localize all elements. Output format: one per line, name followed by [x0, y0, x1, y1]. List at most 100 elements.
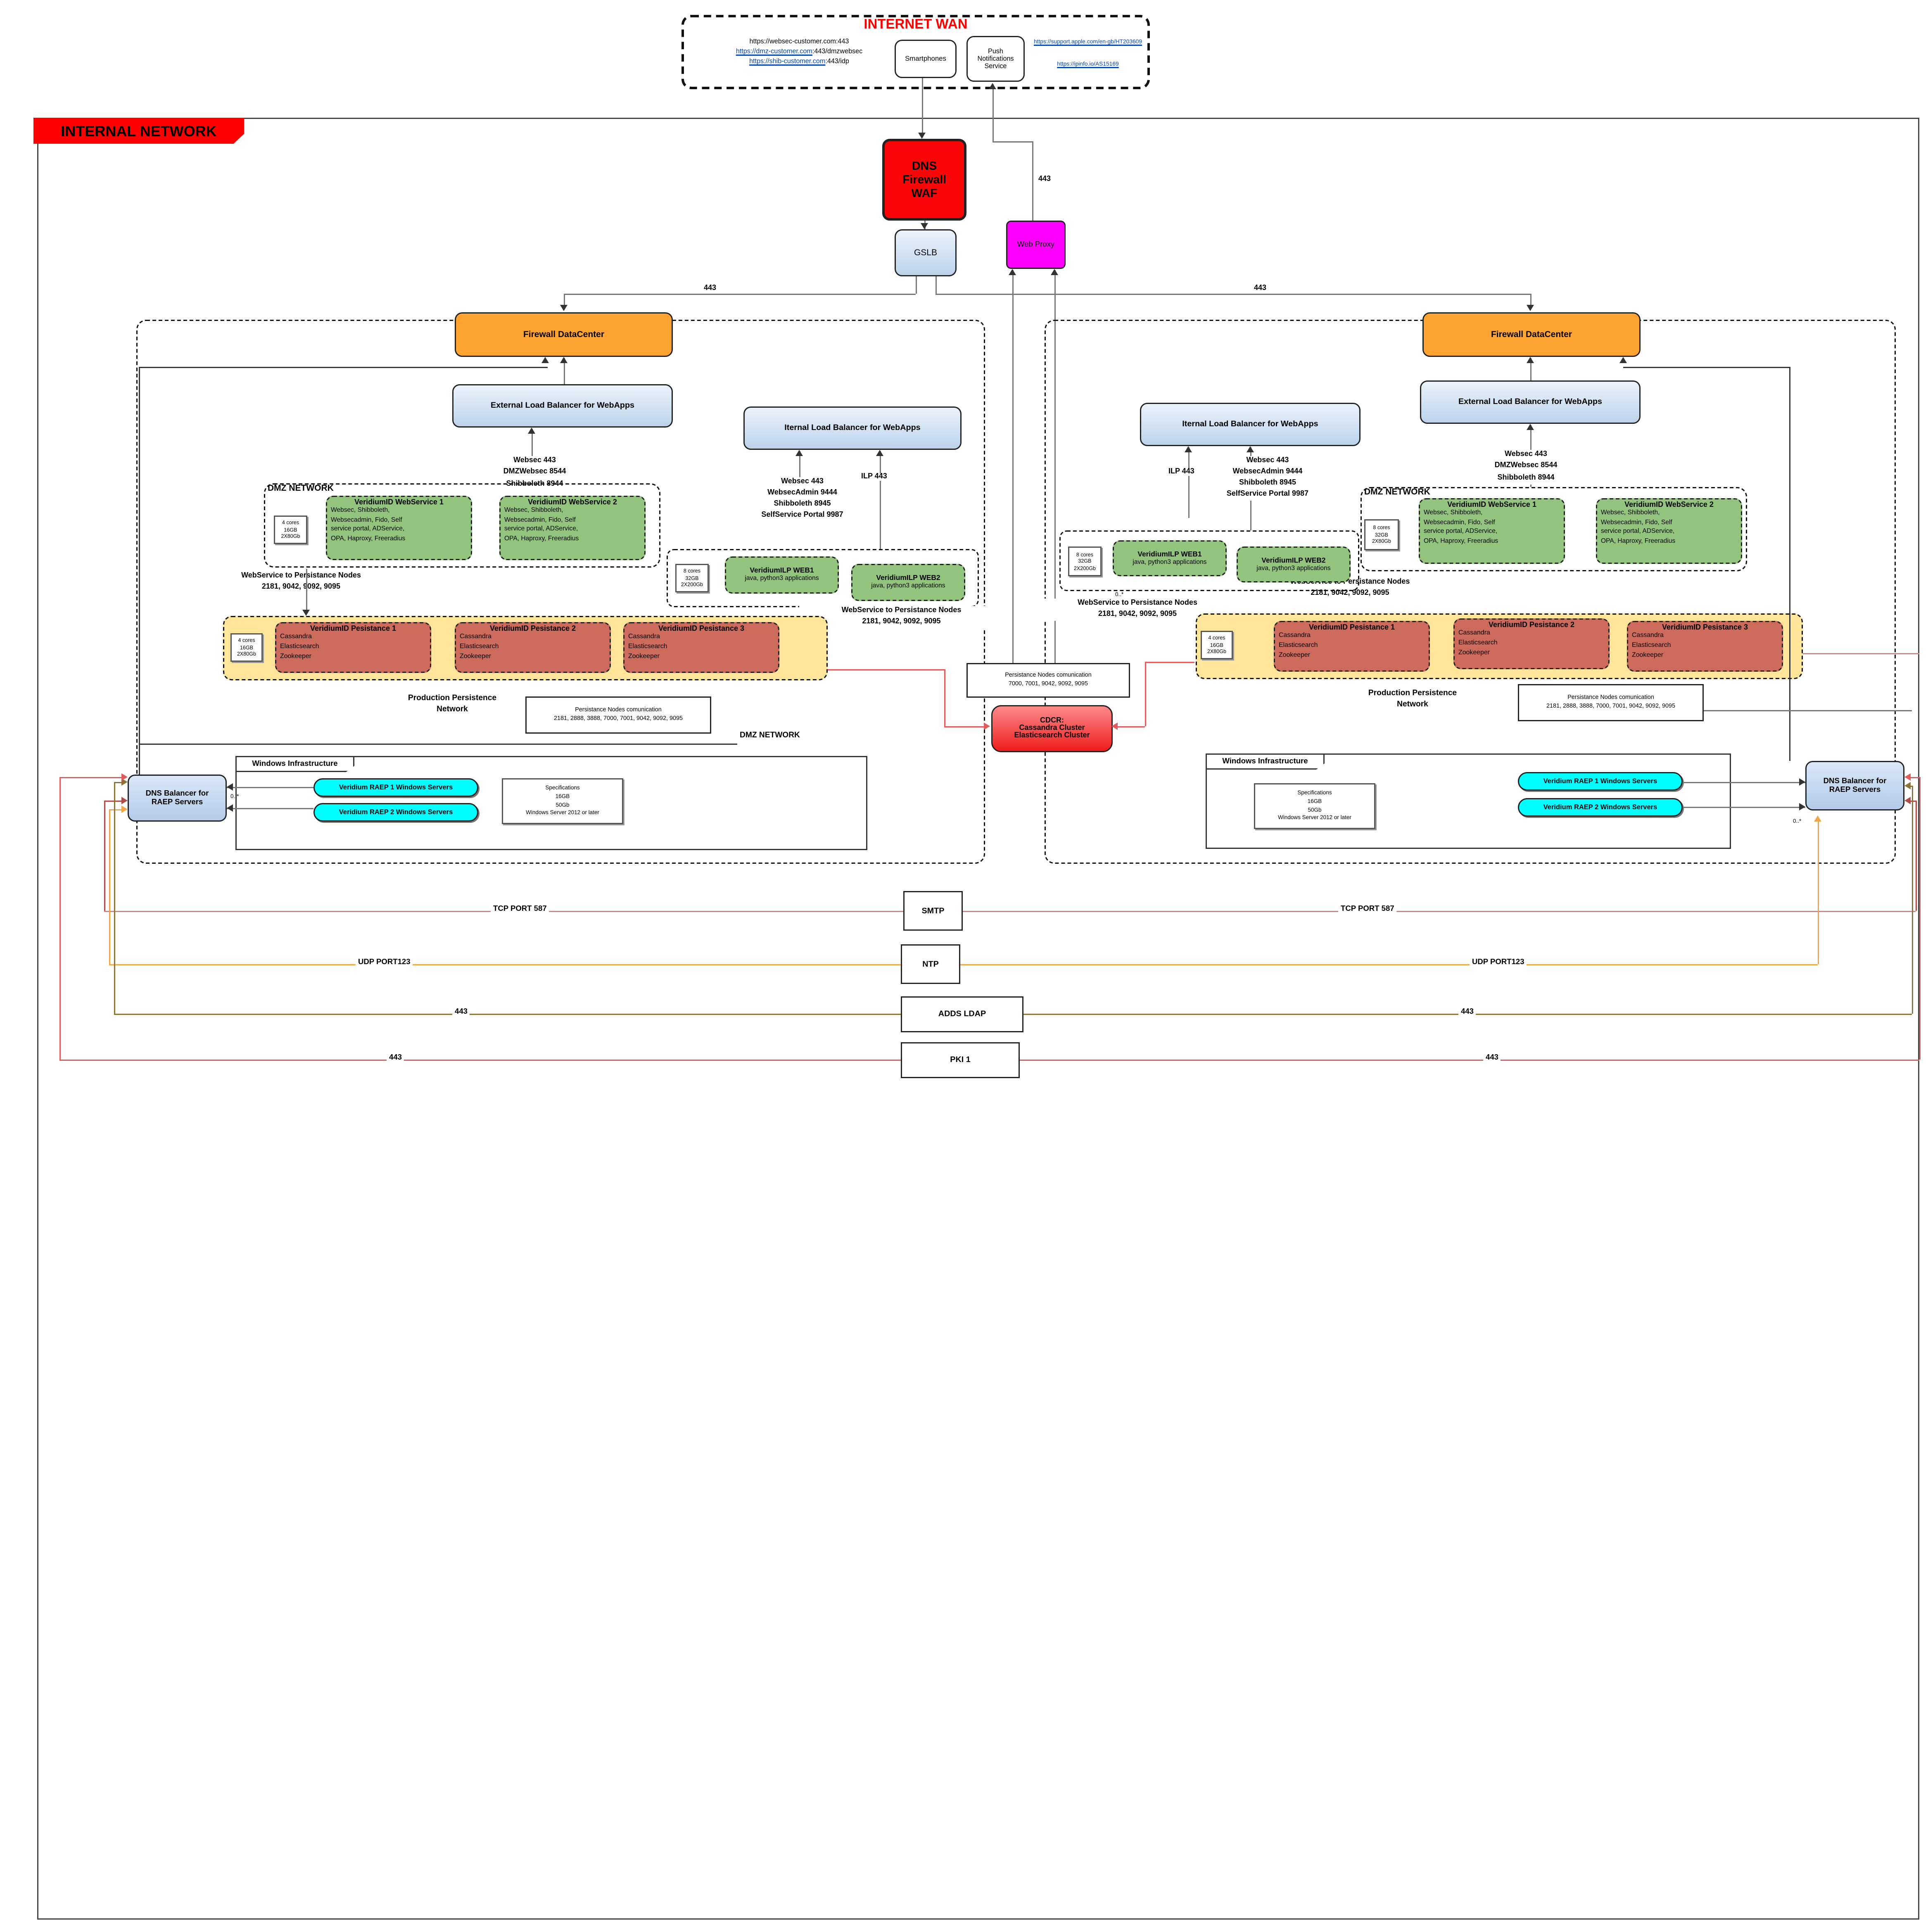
red-right-cdcr-2	[1145, 662, 1147, 726]
ilp-web1-left-body: java, python3 applications	[745, 575, 819, 582]
prod-net-right: Production Persistence Network	[1368, 689, 1457, 709]
pers-comm-right-text: Persistance Nodes comunication 2181, 288…	[1546, 695, 1676, 710]
smartphones-node: Smartphones	[895, 40, 957, 78]
line-gslb-to-left-fw	[564, 294, 916, 296]
external-lb-right: External Load Balancer for WebApps	[1420, 380, 1641, 424]
webservice2-right-title: VeridiumID WebService 2	[1624, 502, 1714, 509]
line-raep2-dns-right	[1683, 807, 1805, 809]
internal-network-border	[37, 118, 1919, 1920]
url-shib-rest: :443/idp	[825, 57, 849, 65]
apple-support-link[interactable]: https://support.apple.com/en-gb/HT203609	[1033, 38, 1142, 45]
external-lb-left: External Load Balancer for WebApps	[452, 384, 673, 428]
pers-comm-center: Persistance Nodes comunication 7000, 700…	[966, 663, 1130, 698]
adds-ldap-label: ADDS LDAP	[938, 1010, 986, 1019]
webservice1-left-title: VeridiumID WebService 1	[354, 499, 444, 507]
line-raep1-dns-left	[227, 787, 313, 789]
arrow-webproxy-left	[1009, 269, 1016, 275]
ilp-web1-left-title: VeridiumILP WEB1	[750, 568, 814, 575]
ntp-in-left	[109, 809, 124, 811]
smtp-arrow-left	[121, 797, 128, 804]
persistence1-left-title: VeridiumID Pesistance 1	[310, 626, 397, 633]
url-websec: https://websec-customer.com:443	[749, 38, 849, 46]
url-dmz-link[interactable]: https://dmz-customer.com	[736, 48, 812, 56]
smtp-vert-right	[1916, 801, 1918, 911]
ipinfo-link[interactable]: https://ipinfo.io/AS15169	[1057, 61, 1119, 67]
arrow-ilb2-right	[1247, 446, 1254, 452]
arrow-ilb1-right	[1185, 446, 1192, 452]
elb-ports-right: Websec 443 DMZWebsec 8544 Shibboleth 894…	[1452, 450, 1600, 485]
arrow-webproxy-right	[1051, 269, 1058, 275]
line-dmz-row-left	[139, 744, 737, 746]
persistence3-right: VeridiumID Pesistance 3 Cassandra Elasti…	[1627, 621, 1783, 672]
firewall-datacenter-right-label: Firewall DataCenter	[1491, 330, 1572, 339]
cdcr-label: CDCR: Cassandra Cluster Elasticsearch Cl…	[1014, 718, 1090, 740]
windows-infra-right-label: Windows Infrastructure	[1222, 757, 1308, 766]
dns-balancer-left-label: DNS Balancer for RAEP Servers	[145, 789, 209, 807]
url-dmz-rest: :443/dmzwebsec	[812, 48, 863, 56]
arrow-dmz-to-pers-left	[302, 610, 310, 616]
salmon-right-out	[1803, 653, 1919, 655]
windows-infra-right	[1206, 753, 1731, 849]
webservice1-left-body: Websec, Shibboleth, Websecadmin, Fido, S…	[331, 507, 406, 542]
line-elb-fw-right	[1530, 358, 1532, 380]
adds443-right: 443	[1458, 1008, 1476, 1016]
persistence1-right: VeridiumID Pesistance 1 Cassandra Elasti…	[1274, 621, 1430, 672]
gslb-stub-right	[936, 276, 938, 294]
prod-net-left: Production Persistence Network	[408, 694, 497, 714]
tcp587-right: TCP PORT 587	[1338, 905, 1397, 913]
label-443-proxy: 443	[1036, 176, 1054, 183]
arrow-raep1-dns-left	[227, 783, 233, 791]
raep2-right: Veridium RAEP 2 Windows Servers	[1518, 798, 1683, 817]
pki-label: PKI 1	[950, 1056, 971, 1065]
line-webproxy-to-push-2	[992, 141, 1033, 143]
specs-right: Specifications 16GB 50Gb Windows Server …	[1254, 783, 1375, 829]
internal-lb-right-label: Iternal Load Balancer for WebApps	[1182, 420, 1318, 429]
dmz-bottom-label: DMZ NETWORK	[740, 731, 800, 740]
pki-node: PKI 1	[901, 1042, 1020, 1078]
persistence2-right-title: VeridiumID Pesistance 2	[1488, 622, 1575, 630]
persistence3-left: VeridiumID Pesistance 3 Cassandra Elasti…	[623, 622, 779, 673]
webservice1-right-body: Websec, Shibboleth, Websecadmin, Fido, S…	[1424, 509, 1498, 545]
raep1-right-label: Veridium RAEP 1 Windows Servers	[1543, 777, 1657, 785]
ilp-left-spec-text: 8 cores 32GB 2X200Gb	[681, 568, 703, 588]
ilp-left-spec: 8 cores 32GB 2X200Gb	[675, 564, 709, 592]
internal-lb-left-label: Iternal Load Balancer for WebApps	[784, 424, 921, 433]
adds-arrow-right	[1904, 782, 1911, 789]
udp123-right: UDP PORT123	[1470, 958, 1527, 967]
ilp-web2-left: VeridiumILP WEB2 java, python3 applicati…	[851, 564, 965, 601]
webservice1-left: VeridiumID WebService 1 Websec, Shibbole…	[326, 496, 472, 560]
ilb-ports-left: Websec 443 WebsecAdmin 9444 Shibboleth 8…	[729, 477, 876, 522]
smtp-label: SMTP	[921, 906, 945, 915]
label-443-right: 443	[1251, 285, 1269, 292]
red-left-cdcr-1	[828, 669, 944, 671]
internal-network-label: INTERNAL NETWORK	[61, 122, 217, 140]
arrow-red-left-cdcr	[984, 722, 990, 730]
red-right-cdcr-1	[1145, 662, 1194, 663]
dns-balancer-left: DNS Balancer for RAEP Servers	[128, 775, 227, 822]
windows-infra-right-tab: Windows Infrastructure	[1206, 753, 1325, 770]
ntp-label: NTP	[922, 960, 939, 969]
persistence2-left: VeridiumID Pesistance 2 Cassandra Elasti…	[455, 622, 611, 673]
dns-balancer-right: DNS Balancer for RAEP Servers	[1805, 761, 1904, 810]
pers-comm-left: Persistance Nodes comunication 2181, 288…	[525, 696, 711, 734]
red-left-cdcr-3	[944, 726, 988, 728]
url-shib-link[interactable]: https://shib-customer.com	[749, 57, 826, 65]
drop-right-fw	[1530, 294, 1532, 307]
gslb-node: GSLB	[895, 229, 957, 276]
ntp-node: NTP	[901, 944, 960, 984]
ilp-to-pers-left: WebService to Persistance Nodes 2181, 90…	[799, 606, 1004, 628]
arrow-elb-fw-right	[1527, 357, 1534, 363]
firewall-datacenter-left: Firewall DataCenter	[455, 312, 673, 357]
arrow-into-gslb	[921, 223, 928, 229]
persistence3-right-body: Cassandra Elasticsearch Zookeeper	[1632, 632, 1671, 659]
pers-right-spec: 4 cores 16GB 2X80Gb	[1201, 631, 1233, 659]
push-notifications-node: Push Notifications Service	[966, 36, 1025, 82]
adds-vert-right	[1912, 786, 1914, 1014]
external-lb-left-label: External Load Balancer for WebApps	[490, 402, 635, 410]
pki443-right: 443	[1483, 1053, 1501, 1062]
line-dnsbal-up-left	[139, 367, 141, 775]
line-smartphones-to-waf	[922, 78, 924, 138]
pers-left-spec-text: 4 cores 16GB 2X80Gb	[237, 637, 256, 657]
dmz-right-label: DMZ NETWORK	[1364, 488, 1430, 497]
ilp-port-left: ILP 443	[859, 473, 890, 481]
